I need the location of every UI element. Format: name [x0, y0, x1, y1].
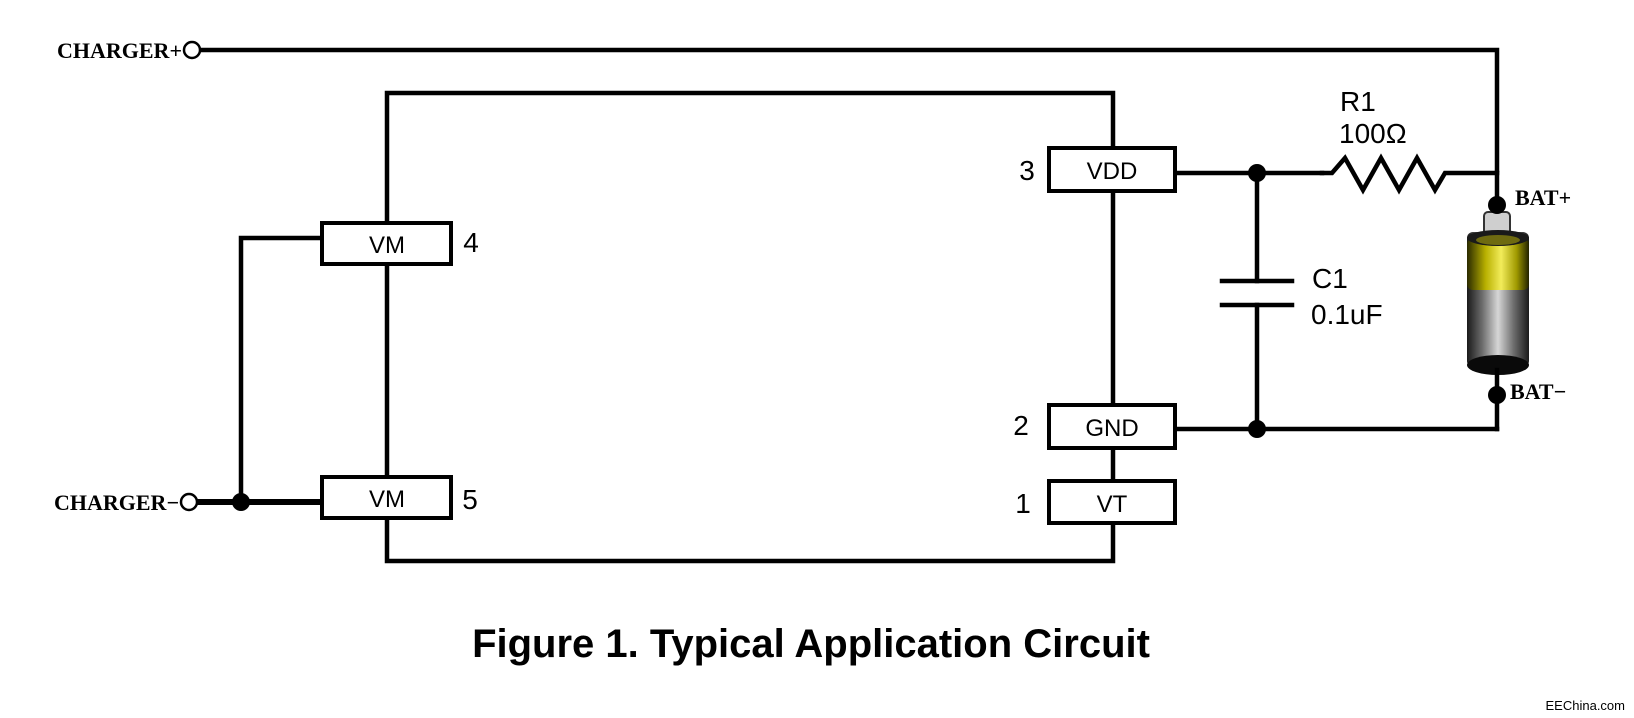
capacitor-value: 0.1uF	[1311, 299, 1383, 330]
charger-minus-label: CHARGER−	[54, 490, 179, 515]
watermark: EEChina.com	[1546, 698, 1625, 713]
pin-number: 2	[1013, 410, 1029, 441]
battery	[1467, 211, 1529, 398]
vdd-net	[1171, 153, 1500, 208]
bat-plus-dot	[1488, 196, 1506, 214]
charger-plus-terminal	[182, 40, 202, 60]
pin-number: 4	[463, 227, 479, 258]
junction-dot	[1248, 420, 1266, 438]
capacitor-designator: C1	[1312, 263, 1348, 294]
charger-minus-terminal	[179, 492, 199, 512]
figure-caption: Figure 1. Typical Application Circuit	[472, 622, 1150, 666]
pin-number: 1	[1015, 488, 1031, 519]
capacitor-c1	[1219, 170, 1295, 432]
charger-plus-label: CHARGER+	[57, 38, 182, 63]
pin-gnd: GND 2	[1013, 403, 1177, 450]
bat-minus-dot	[1488, 386, 1506, 404]
resistor-value: 100Ω	[1339, 118, 1407, 149]
bat-plus-label: BAT+	[1515, 185, 1571, 210]
gnd-net	[1171, 392, 1500, 438]
charger-plus-net	[198, 47, 1500, 173]
pin-vm-5: VM 5	[320, 475, 478, 520]
pin-name: VDD	[1087, 158, 1138, 185]
charger-minus-net	[195, 235, 325, 511]
bat-minus-label: BAT−	[1510, 379, 1566, 404]
pin-name: GND	[1085, 415, 1138, 442]
pin-vt: VT 1	[1015, 479, 1177, 525]
pin-name: VM	[369, 486, 405, 513]
junction-dot	[232, 493, 250, 511]
ic-outline	[384, 90, 1116, 564]
pin-name: VT	[1097, 491, 1128, 518]
pin-vm-4: VM 4	[320, 221, 479, 266]
pin-number: 3	[1019, 155, 1035, 186]
pin-name: VM	[369, 232, 405, 259]
pin-vdd: VDD 3	[1019, 146, 1177, 193]
pin-number: 5	[462, 484, 478, 515]
resistor-designator: R1	[1340, 86, 1376, 117]
